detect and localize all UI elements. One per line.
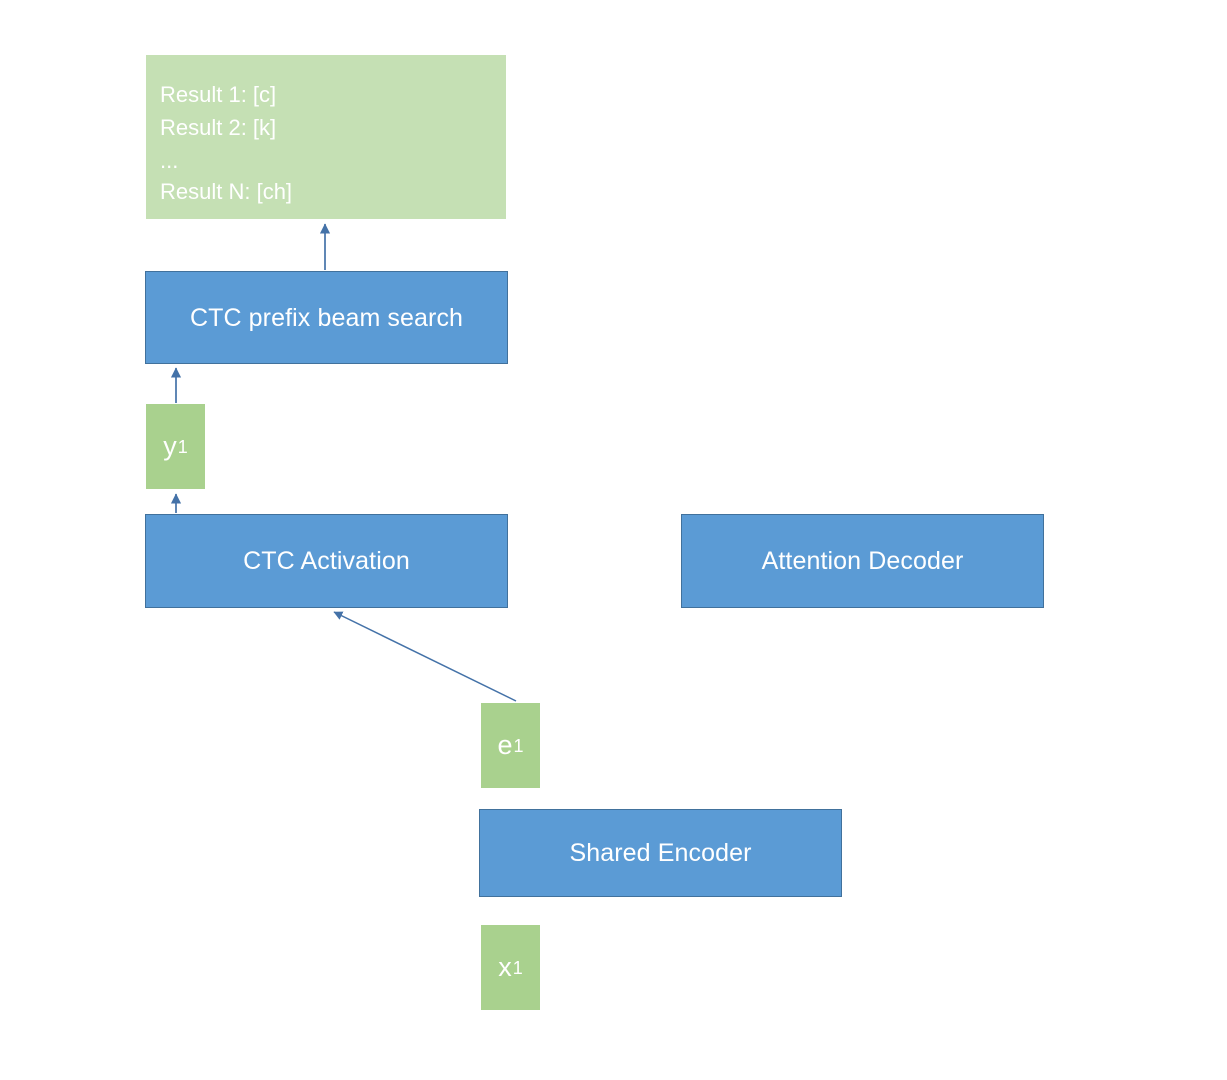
result-line-2: Result 2: [k] — [160, 114, 277, 140]
shared-encoder-block[interactable]: Shared Encoder — [479, 809, 842, 897]
ctc-activation-block[interactable]: CTC Activation — [145, 514, 508, 608]
edge-e1-to-activation — [333, 611, 517, 702]
ctc-prefix-beam-search-block[interactable]: CTC prefix beam search — [145, 271, 508, 364]
result-line-1: Result 1: [c] — [160, 82, 277, 107]
result-line-ellipsis: ... — [160, 147, 179, 173]
ctc-activation-label: CTC Activation — [243, 547, 410, 575]
tensor-y1-base: y — [163, 431, 177, 462]
tensor-e1-base: e — [497, 730, 513, 761]
tensor-x1-base: x — [498, 952, 512, 983]
shared-encoder-label: Shared Encoder — [569, 839, 752, 867]
attention-decoder-block[interactable]: Attention Decoder — [681, 514, 1044, 608]
results-output-panel: Result 1: [c] Result 2: [k] ... Result N… — [146, 55, 506, 219]
ctc-prefix-beam-search-label: CTC prefix beam search — [189, 303, 464, 332]
result-line-n: Result N: [ch] — [160, 179, 293, 205]
attention-decoder-label: Attention Decoder — [761, 547, 964, 575]
